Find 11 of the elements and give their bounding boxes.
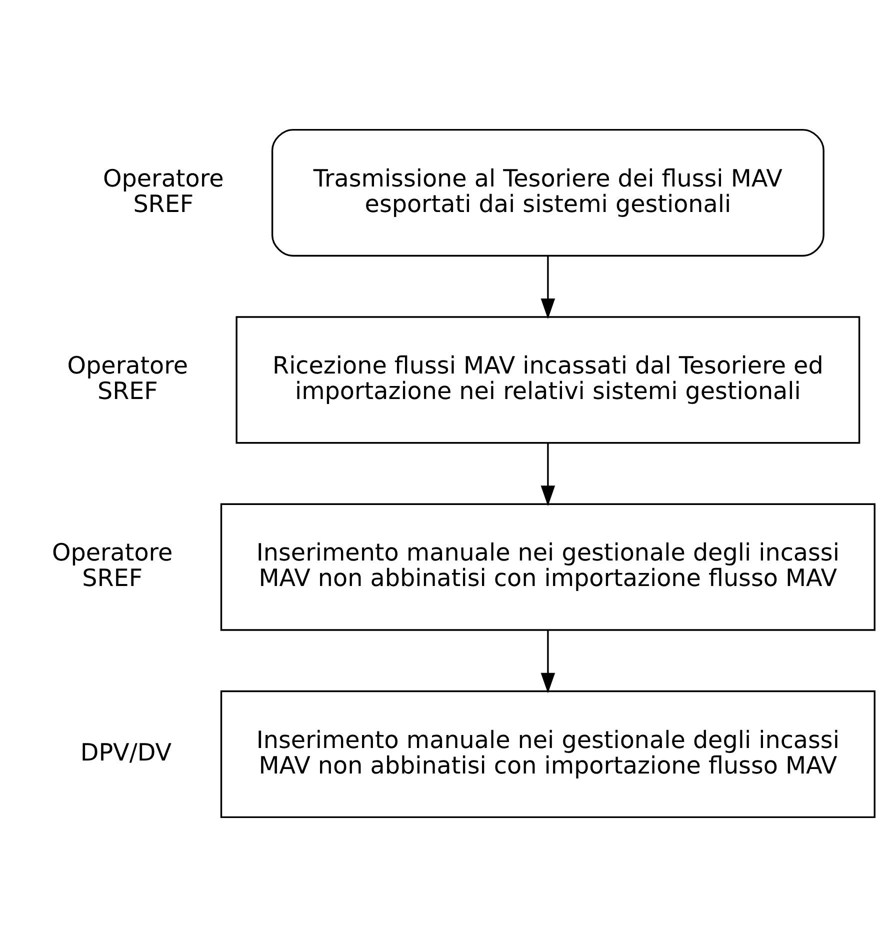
- arrow: [540, 630, 556, 693]
- arrow: [540, 442, 556, 506]
- arrow: [540, 256, 556, 318]
- node-box: Inserimento manuale nei gestionale degli incassi MAV non abbinatisi con importazione flusso MAV: [220, 690, 876, 818]
- node-label: Operatore SREF: [67, 350, 188, 404]
- node-label: Operatore SREF: [52, 538, 173, 592]
- node-label: DPV/DV: [80, 738, 172, 766]
- node-label: Operatore SREF: [103, 164, 224, 218]
- node-box: Inserimento manuale nei gestionale degli incassi MAV non abbinatisi con importazione flusso MAV: [220, 502, 876, 630]
- node-box: Ricezione flussi MAV incassati dal Tesoriere ed importazione nei relativi sistemi gestionali: [236, 316, 860, 444]
- node-box: Trasmissione al Tesoriere dei flussi MAV esportati dai sistemi gestionali: [271, 128, 824, 256]
